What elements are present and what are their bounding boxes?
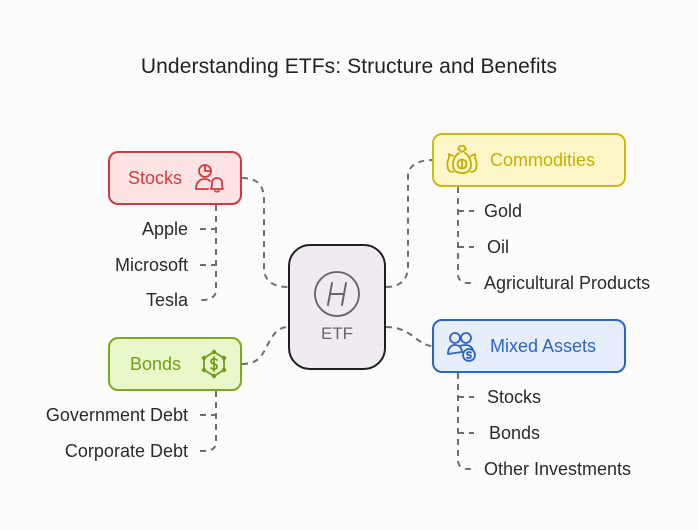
h-circle-icon — [314, 271, 360, 317]
category-stocks[interactable]: Stocks — [108, 151, 242, 205]
leaf-item: Stocks — [487, 387, 542, 407]
leaf-item: Oil — [487, 237, 509, 257]
category-bonds[interactable]: Bonds — [108, 337, 242, 391]
leaf-item: Gold — [484, 201, 523, 221]
leaf-item: Tesla — [145, 290, 188, 310]
user-chart-bell-icon — [195, 164, 224, 193]
leaf-item: Government Debt — [45, 405, 188, 425]
diagram-title: Understanding ETFs: Structure and Benefi… — [140, 55, 558, 78]
leaf-item: Other Investments — [484, 459, 632, 479]
leaf-item: Apple — [141, 219, 188, 239]
category-commodities[interactable]: Commodities — [432, 133, 626, 187]
category-label: Stocks — [128, 167, 183, 188]
money-bags-icon — [446, 145, 478, 174]
etf-center-node[interactable]: ETF — [288, 244, 386, 370]
dollar-network-icon — [201, 349, 227, 379]
leaf-item: Bonds — [489, 423, 541, 443]
leaf-item: Agricultural Products — [484, 273, 651, 293]
category-mixed-assets[interactable]: Mixed Assets — [432, 319, 626, 373]
category-label: Commodities — [490, 149, 596, 170]
leaf-item: Microsoft — [114, 255, 188, 275]
leaf-item: Corporate Debt — [64, 441, 188, 461]
etf-label: ETF — [320, 324, 354, 343]
users-dollar-icon — [447, 332, 476, 362]
category-label: Bonds — [130, 353, 182, 374]
category-label: Mixed Assets — [490, 335, 597, 356]
